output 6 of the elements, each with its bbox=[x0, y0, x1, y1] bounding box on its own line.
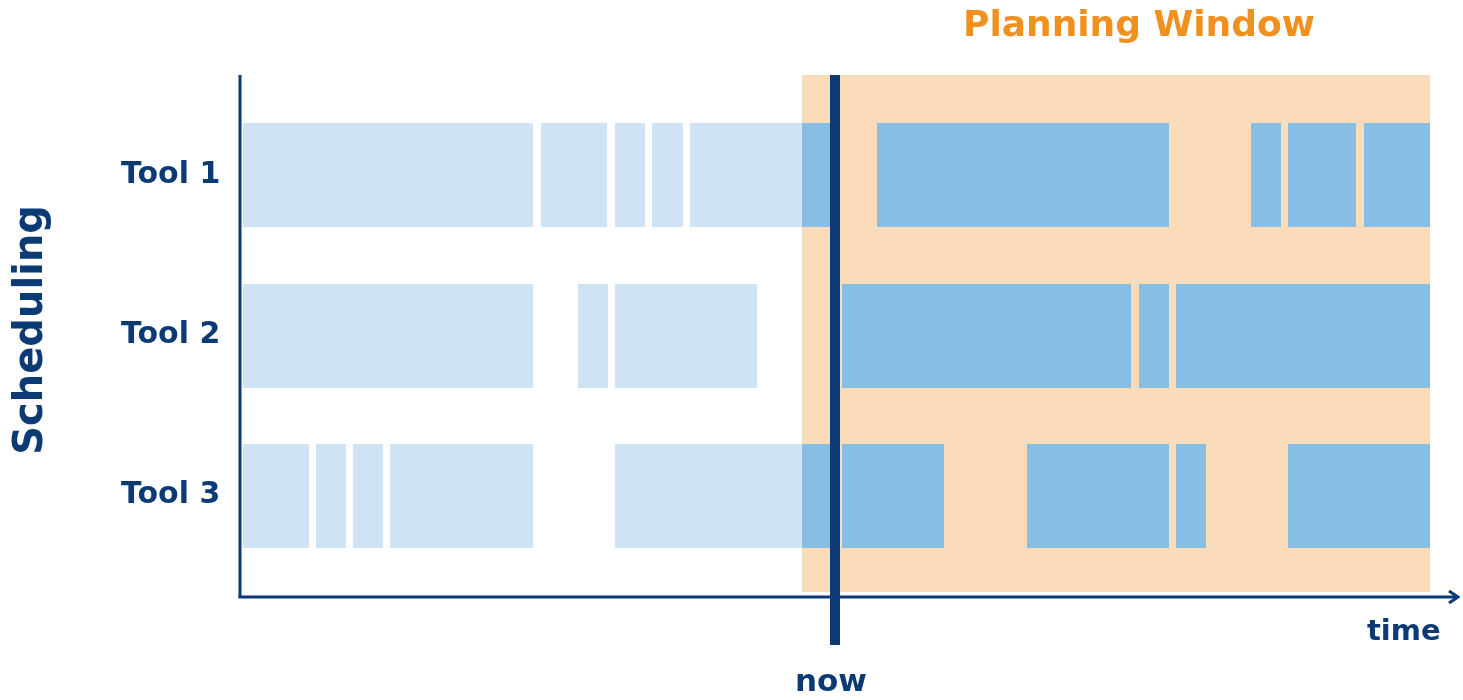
row-label: Tool 1 bbox=[121, 158, 221, 188]
row-label: Tool 2 bbox=[121, 318, 221, 348]
row-label: Tool 3 bbox=[121, 478, 221, 508]
axis-label: time bbox=[1367, 616, 1441, 645]
heading: Planning Window bbox=[963, 6, 1315, 42]
now-label: now bbox=[795, 665, 867, 696]
